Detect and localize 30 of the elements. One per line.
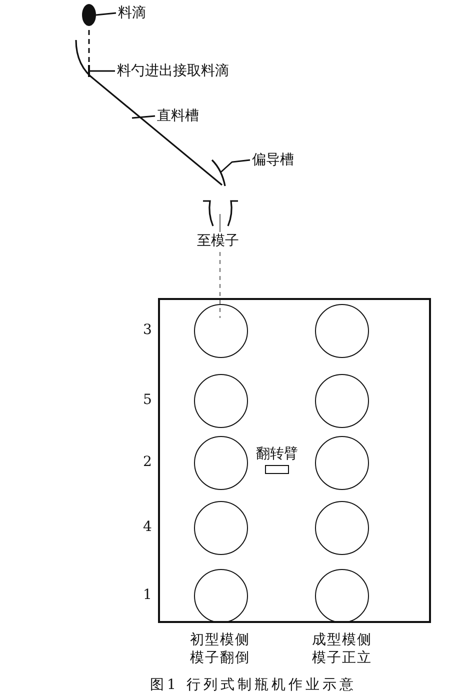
mold-circle	[315, 374, 369, 428]
part-label: 料勺进出接取料滴	[117, 62, 229, 80]
machine-frame	[158, 298, 431, 623]
mold-circle	[315, 436, 369, 490]
leader-line	[96, 12, 116, 16]
part-label: 直料槽	[157, 107, 199, 125]
part-label: 偏导槽	[252, 151, 294, 169]
row-number: 1	[143, 586, 152, 604]
gob-shape	[82, 4, 96, 26]
mold-circle	[315, 569, 369, 623]
figure-caption: 图1 行列式制瓶机作业示意	[150, 676, 356, 694]
mold-circle	[315, 501, 369, 555]
part-label: 料滴	[118, 4, 146, 22]
column-label: 成型模侧模子正立	[312, 631, 372, 667]
mold-circle	[194, 374, 248, 428]
row-number: 3	[143, 321, 152, 339]
mold-circle	[194, 569, 248, 623]
row-number: 4	[143, 518, 152, 536]
leader-line	[88, 64, 115, 78]
mold-circle	[194, 501, 248, 555]
leader-line	[132, 115, 156, 119]
mold-circle	[315, 304, 369, 358]
column-label: 初型模侧模子翻倒	[190, 631, 250, 667]
row-number: 5	[143, 391, 152, 409]
leader-line	[220, 159, 250, 173]
part-label: 翻转臂	[256, 445, 298, 463]
mold-circle	[194, 304, 248, 358]
chute-outlet-label: 至模子	[197, 232, 239, 250]
mold-circle	[194, 436, 248, 490]
row-number: 2	[143, 453, 152, 471]
